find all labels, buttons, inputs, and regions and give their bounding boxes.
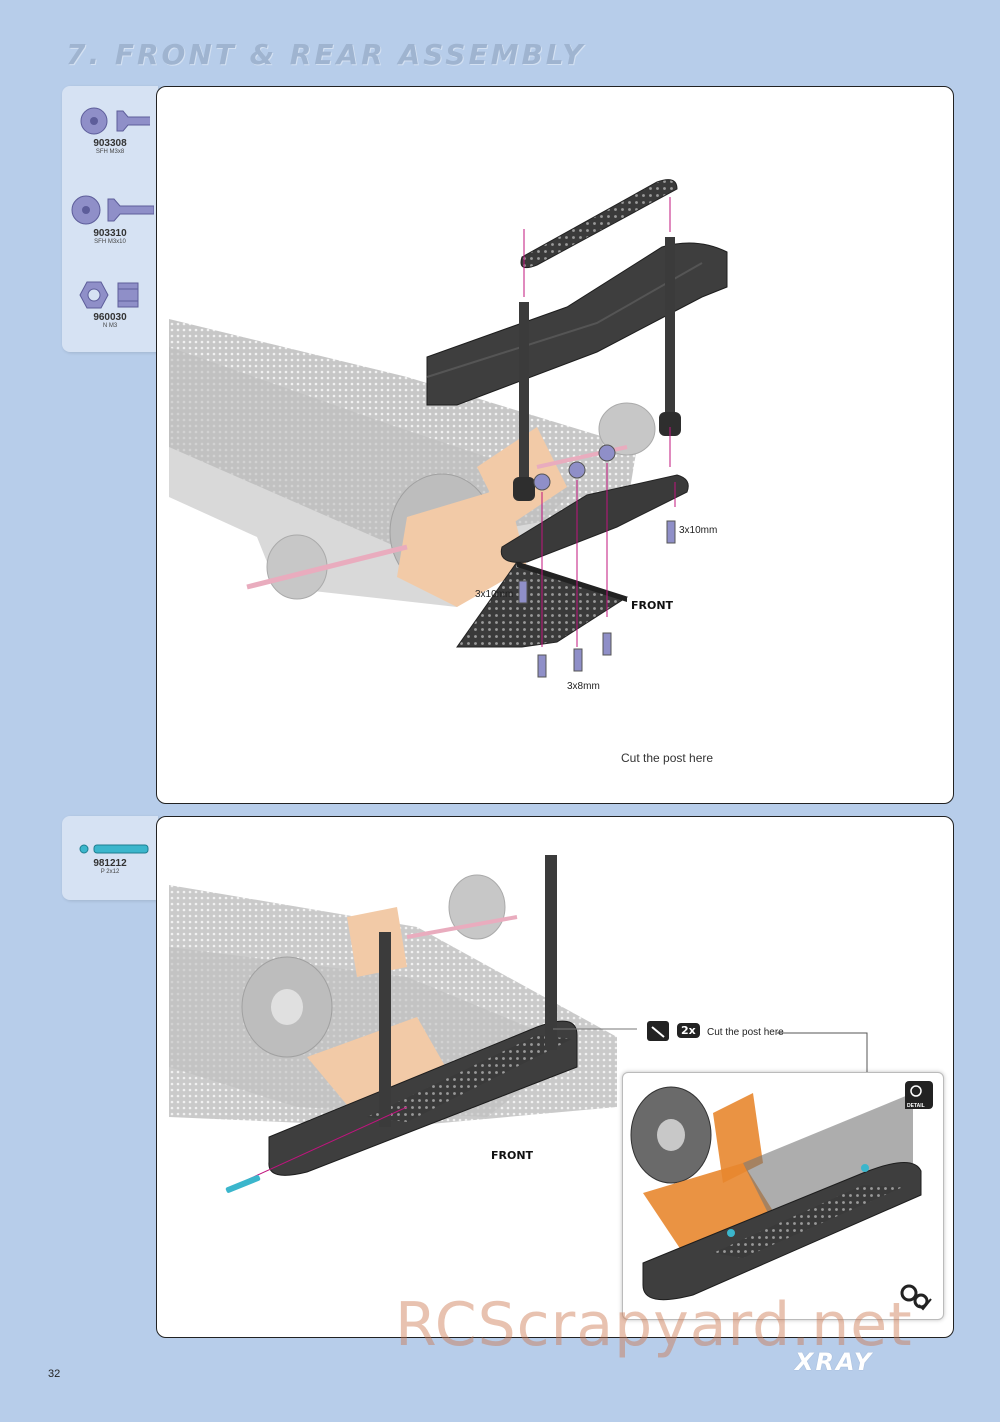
part-desc: SFH M3x10 (94, 239, 126, 245)
step1-panel: 3x10mm 3x10mm 3x8mm FRONT Cut the post h… (156, 86, 954, 804)
part-number: 981212 (93, 858, 127, 869)
detail-illustration (630, 1081, 933, 1311)
front-marker: FRONT (491, 1149, 534, 1162)
parts-list-step2: 981212 P 2x12 (62, 816, 158, 900)
screw-icon (80, 107, 150, 135)
label-screw-right: 3x10mm (679, 525, 718, 536)
part-number: 903308 (93, 138, 127, 149)
nut-icon (79, 281, 139, 309)
part-981212: 981212 P 2x12 (62, 842, 158, 875)
pin-icon (79, 844, 149, 854)
quantity-badge: 2x (677, 1023, 700, 1038)
part-number: 960030 (93, 312, 127, 323)
parts-list-step1: 903308 SFH M3x8 903310 SFH M3x10 960030 … (62, 86, 158, 352)
part-960030: 960030 N M3 (62, 280, 158, 329)
part-number: 903310 (93, 228, 127, 239)
page-number: 32 (48, 1368, 61, 1380)
part-desc: P 2x12 (100, 869, 120, 875)
front-marker: FRONT (631, 599, 674, 612)
part-903308: 903308 SFH M3x8 (62, 106, 158, 155)
cut-note-step2: Cut the post here (707, 1027, 784, 1038)
cut-note: Cut the post here (621, 751, 714, 765)
label-screw-left: 3x10mm (475, 589, 514, 600)
part-desc: N M3 (102, 323, 118, 329)
screw-icon (71, 195, 154, 225)
front-assembly-illustration (169, 179, 728, 678)
gear-check-icon (900, 1284, 932, 1311)
detail-inset: DETAIL (622, 1072, 944, 1320)
watermark: RCScrapyard.net (395, 1290, 913, 1360)
part-desc: SFH M3x8 (95, 149, 125, 155)
part-903310: 903310 SFH M3x10 (62, 194, 158, 245)
label-screws-bottom: 3x8mm (567, 681, 600, 692)
detail-label: DETAIL (905, 1103, 927, 1109)
brand-logo: XRAY (795, 1348, 874, 1376)
bumper-assembly-illustration (169, 855, 868, 1193)
page-title: 7. FRONT & REAR ASSEMBLY (66, 38, 586, 71)
